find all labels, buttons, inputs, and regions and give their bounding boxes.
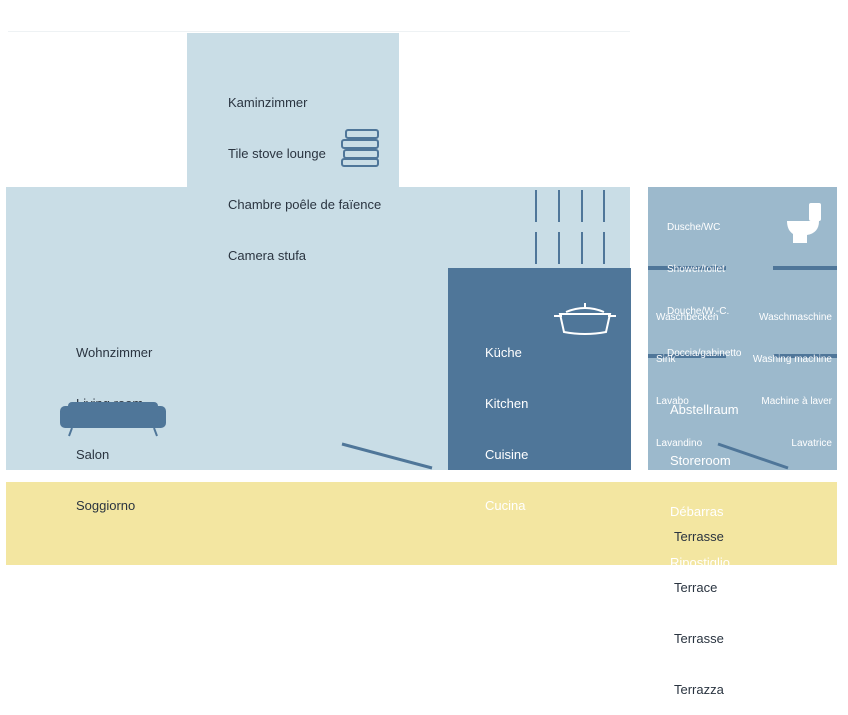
wall-divider (773, 266, 837, 270)
label-line: Douche/W.-C. (667, 306, 730, 317)
label-line: Abstellraum (670, 402, 739, 417)
label-line: Salon (76, 447, 110, 462)
label-waschmaschine: Waschmaschine Washing machine Machine à … (740, 283, 832, 465)
label-line: Lavabo (656, 396, 689, 407)
label-terrasse: Terrasse Terrace Terrasse Terrazza (674, 494, 724, 715)
label-line: Washing machine (752, 354, 832, 365)
top-divider (8, 31, 630, 32)
label-line: Lavatrice (791, 438, 832, 449)
label-line: Cuisine (485, 447, 529, 462)
label-line: Storeroom (670, 453, 731, 468)
label-line: Kaminzimmer (228, 95, 308, 110)
books-icon (341, 129, 379, 167)
room-kueche (448, 268, 631, 470)
label-kaminzimmer: Kaminzimmer Tile stove lounge Chambre po… (228, 60, 381, 281)
label-line: Tile stove lounge (228, 146, 326, 161)
label-line: Doccia/gabinetto (667, 348, 742, 359)
label-line: Terrasse (674, 631, 724, 646)
label-line: Waschbecken (656, 312, 719, 323)
wall-divider (773, 354, 837, 358)
label-line: Kitchen (485, 396, 529, 411)
shelves-icon (535, 190, 605, 264)
label-line: Shower/toilet (667, 264, 725, 275)
label-line: Chambre poêle de faïence (228, 197, 382, 212)
label-line: Débarras (670, 504, 724, 519)
label-line: Dusche/WC (667, 222, 721, 233)
label-line: Cucina (485, 498, 526, 513)
label-line: Terrace (674, 580, 718, 595)
door-line (341, 442, 433, 470)
label-dusche: Dusche/WC Shower/toilet Douche/W.-C. Doc… (667, 193, 742, 375)
room-kaminzimmer (187, 33, 399, 189)
label-line: Machine à laver (761, 396, 832, 407)
toilet-icon (787, 203, 821, 243)
door-line (717, 442, 789, 470)
label-line: Terrasse (674, 529, 724, 544)
label-line: Terrazza (674, 682, 724, 697)
label-line: Soggiorno (76, 498, 136, 513)
label-line: Lavandino (656, 438, 703, 449)
sofa-icon (60, 402, 166, 437)
label-line: Sink (656, 354, 676, 365)
wall-divider (648, 354, 726, 358)
room-terrasse (6, 482, 837, 565)
label-line: Waschmaschine (759, 312, 832, 323)
label-line: Küche (485, 345, 522, 360)
label-line: Wohnzimmer (76, 345, 153, 360)
label-line: Camera stufa (228, 248, 307, 263)
label-kueche: Küche Kitchen Cuisine Cucina (485, 310, 528, 531)
pot-icon (554, 303, 616, 335)
label-waschbecken: Waschbecken Sink Lavabo Lavandino (656, 283, 718, 465)
wall-divider (648, 266, 726, 270)
